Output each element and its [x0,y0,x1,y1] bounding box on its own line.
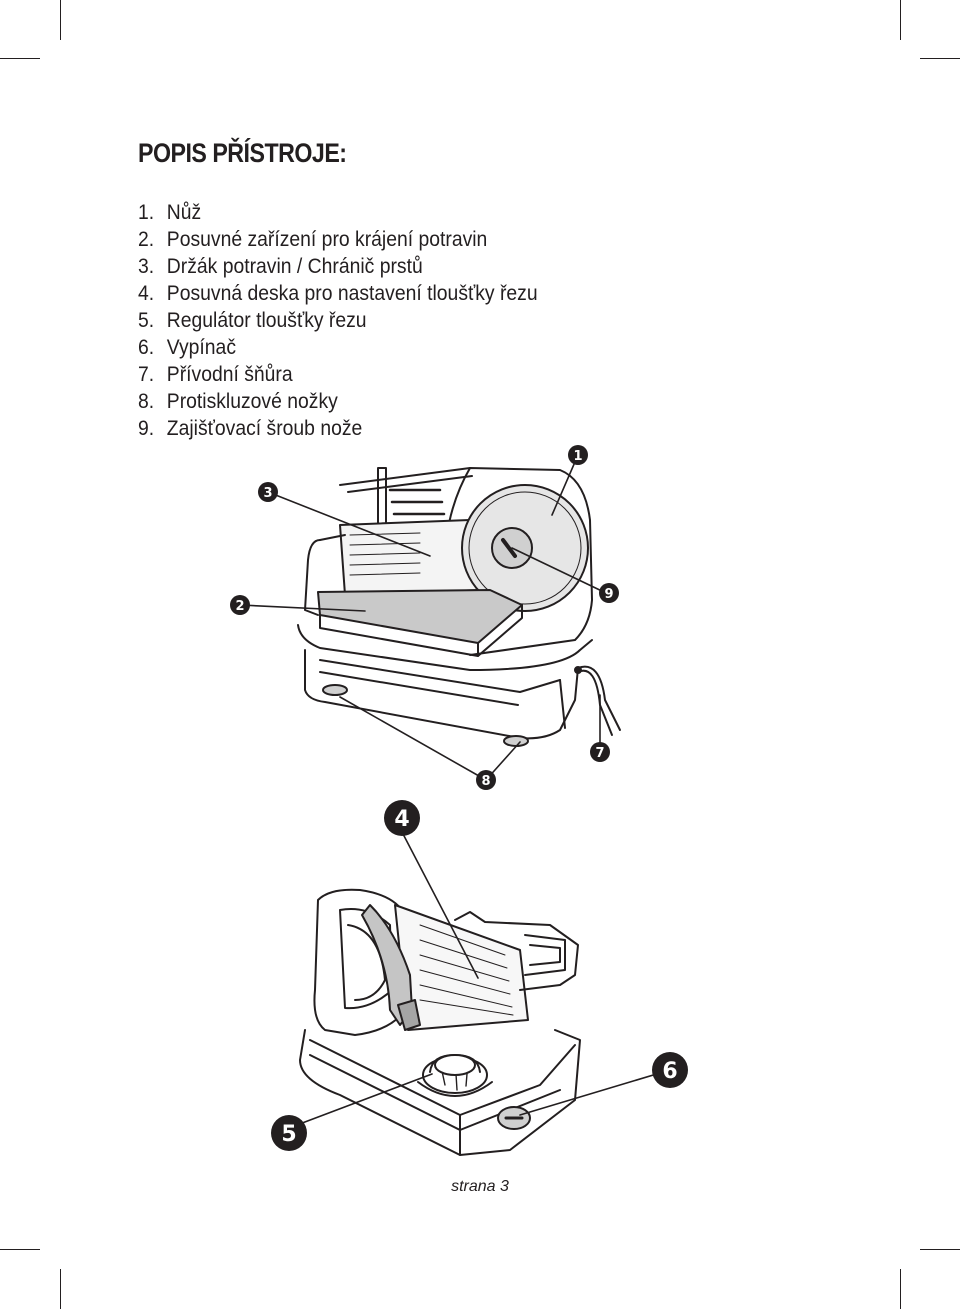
crop-mark [920,58,960,59]
callout-1 [568,445,588,465]
callout-label: 9 [604,587,613,602]
callout-label: 6 [662,1059,677,1084]
callout-label: 8 [481,774,490,789]
crop-mark [920,1249,960,1250]
callout-label: 7 [595,746,604,761]
power-cord [577,665,621,731]
callout-label: 4 [394,807,409,832]
list-item: 2.Posuvné zařízení pro krájení potravin [138,227,488,251]
callout-7 [590,742,610,762]
callout-5 [271,1115,307,1151]
crop-mark [900,1269,901,1309]
crop-mark [60,0,61,40]
slicer-front-view [297,467,621,747]
list-item: 8.Protiskluzové nožky [138,389,338,413]
page-title: POPIS PŘÍSTROJE: [138,138,347,168]
list-item: 3.Držák potravin / Chránič prstů [138,254,423,278]
parts-list: 1.Nůž 2.Posuvné zařízení pro krájení pot… [138,199,538,442]
crop-mark [60,1269,61,1309]
callout-9 [599,583,619,603]
list-item: 9.Zajišťovací šroub nože [138,416,363,440]
list-item: 1.Nůž [138,200,202,224]
callout-4 [384,800,420,836]
callout-label: 5 [281,1122,296,1147]
page-number: strana 3 [451,1178,509,1195]
callout-label: 3 [263,486,272,501]
callout-6 [652,1052,688,1088]
crop-mark [0,1249,40,1250]
page-footer: strana 3 [0,1178,960,1196]
callout-label: 1 [573,449,582,464]
foot [322,684,348,696]
list-item: 4.Posuvná deska pro nastavení tloušťky ř… [138,281,538,305]
crop-mark [900,0,901,40]
list-item: 7.Přívodní šňůra [138,362,293,386]
foot [503,735,529,747]
crop-mark [0,58,40,59]
slicer-rear-view [299,888,581,1156]
list-item: 6.Vypínač [138,335,237,359]
callout-3 [258,482,278,502]
callout-2 [230,595,250,615]
callout-8 [476,770,496,790]
list-item: 5.Regulátor tloušťky řezu [138,308,367,332]
callout-label: 2 [235,599,244,614]
